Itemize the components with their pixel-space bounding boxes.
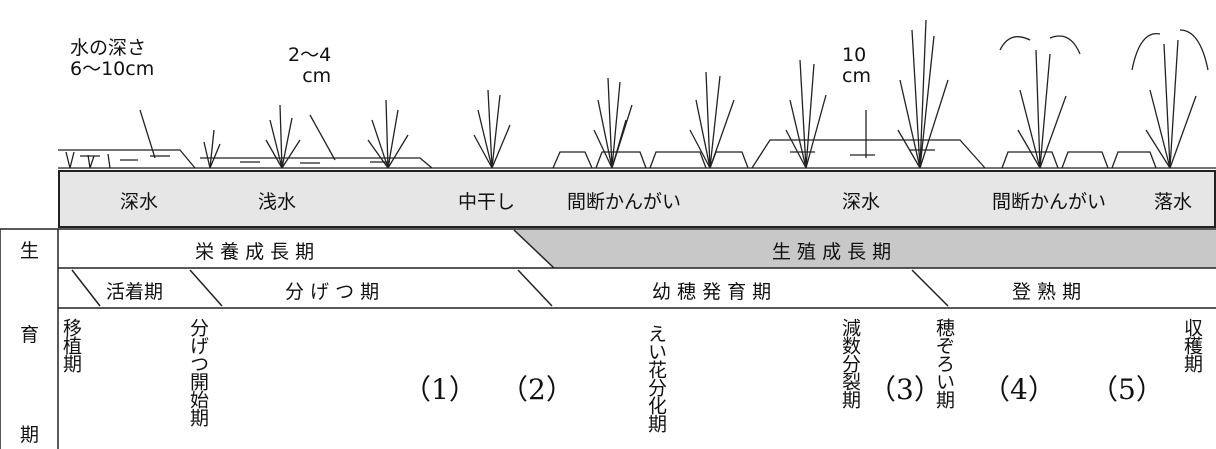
row-label-bottom: 期 bbox=[20, 424, 40, 446]
water-label: 深水 bbox=[120, 191, 159, 213]
depth-label-line1: 2〜4 bbox=[288, 44, 332, 66]
ripening-period-label: 登 熟 期 bbox=[1012, 281, 1082, 303]
row-label-mid: 育 bbox=[20, 324, 40, 346]
blank-1: （1） bbox=[403, 373, 477, 406]
water-management-band bbox=[58, 170, 1216, 228]
stage-floret-differentiation: えい花分化期 bbox=[645, 324, 667, 432]
row-label-top: 生 bbox=[20, 240, 40, 262]
tillering-period-label: 分 げ つ 期 bbox=[285, 281, 380, 303]
depth-label-10cm: 10 cm bbox=[842, 45, 871, 87]
stage-meiosis: 減数分裂期 bbox=[839, 318, 861, 408]
depth-label-line2: cm bbox=[302, 65, 332, 87]
water-label: 落水 bbox=[1154, 191, 1193, 213]
reproductive-period-label: 生 殖 成 長 期 bbox=[772, 241, 892, 263]
stage-transplanting: 移植期 bbox=[60, 318, 82, 372]
stage-tillering-start: 分げつ開始期 bbox=[187, 318, 209, 426]
blank-5: （5） bbox=[1090, 373, 1164, 406]
water-label: 間断かんがい bbox=[567, 191, 682, 213]
stage-harvest: 収穫期 bbox=[1181, 318, 1203, 372]
depth-label-line2: 6〜10cm bbox=[70, 58, 155, 80]
blank-4: （4） bbox=[982, 373, 1056, 406]
blank-3: （3） bbox=[868, 373, 942, 406]
rice-growth-illustration bbox=[58, 19, 1216, 169]
water-label: 深水 bbox=[842, 191, 881, 213]
water-label: 浅水 bbox=[258, 191, 297, 213]
depth-label-line1: 水の深さ bbox=[70, 37, 147, 59]
vegetative-period-label: 栄 養 成 長 期 bbox=[195, 241, 315, 263]
depth-label-shallow: 2〜4 cm bbox=[288, 45, 331, 87]
depth-label-line2: cm bbox=[842, 65, 871, 87]
growth-table-grid bbox=[0, 228, 1216, 449]
blank-2: （2） bbox=[500, 373, 574, 406]
depth-label-deep: 水の深さ 6〜10cm bbox=[70, 38, 154, 80]
water-label: 中干し bbox=[458, 191, 516, 213]
panicle-development-label: 幼 穂 発 育 期 bbox=[652, 281, 772, 303]
depth-label-line1: 10 bbox=[842, 44, 867, 66]
stage-heading-complete: 穂ぞろい期 bbox=[933, 318, 955, 408]
water-label: 間断かんがい bbox=[992, 191, 1107, 213]
rooting-period-label: 活着期 bbox=[106, 281, 164, 303]
